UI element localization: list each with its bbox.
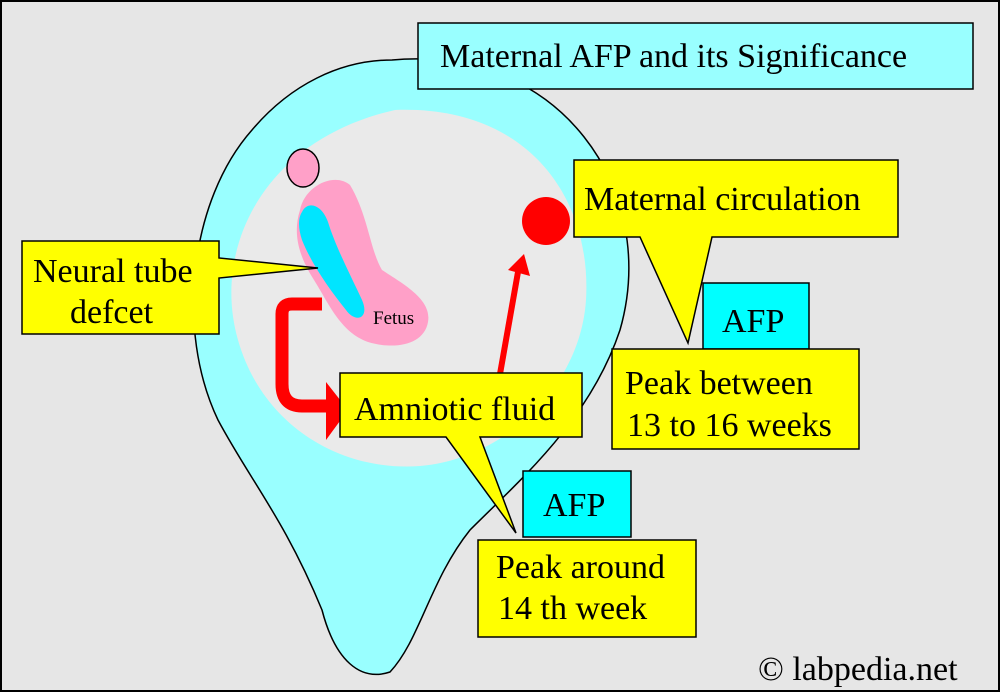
fetus-label: Fetus [373,308,414,329]
leak-curved-arrow [275,297,328,413]
peak-around-box [477,539,697,638]
leak-arrowhead [326,382,348,440]
neural-tube-label-line2: defcet [70,294,154,331]
maternal-circulation-label: Maternal circulation [584,181,861,218]
peak-around-line2: 14 th week [498,590,647,627]
afp-tag-upper [702,282,810,350]
fetus-body [296,179,429,346]
amniotic-fluid-callout [339,372,583,534]
title-text: Maternal AFP and its Significance [440,38,907,75]
afp-tag-lower-text: AFP [543,487,605,524]
neural-tube-callout [21,240,319,335]
maternal-circulation-callout [573,159,899,346]
peak-between-box [611,348,860,450]
neural-tube-label-line1: Neural tube [33,253,193,290]
transfer-arrow-shaft [497,271,521,375]
neural-tube [299,205,365,318]
afp-tag-lower [522,470,632,538]
peak-between-line1: Peak between [625,365,813,402]
afp-tag-upper-text: AFP [722,303,784,340]
peak-between-line2: 13 to 16 weeks [627,407,832,444]
maternal-circulation-dot [522,197,570,245]
title-box [417,22,974,90]
peak-around-line1: Peak around [496,549,665,586]
watermark-text: © labpedia.net [758,651,958,688]
amniotic-fluid-label: Amniotic fluid [354,391,555,428]
transfer-arrowhead [508,254,530,276]
fetus-head [286,148,320,188]
